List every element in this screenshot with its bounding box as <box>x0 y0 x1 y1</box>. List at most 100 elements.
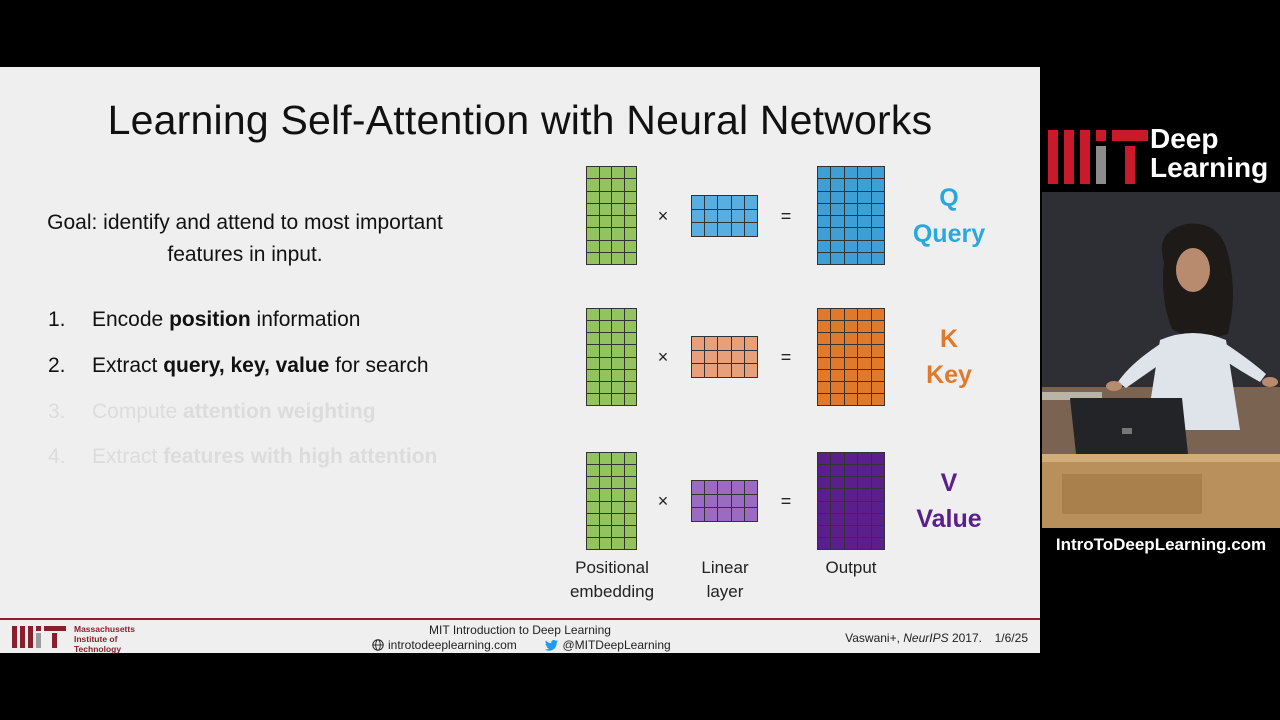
matrix-cell <box>731 196 744 209</box>
matrix-cell <box>624 453 636 465</box>
matrix-cell <box>818 167 831 179</box>
matrix-cell <box>587 393 599 405</box>
positional-embedding-matrix <box>586 308 637 406</box>
matrix-cell <box>871 489 884 501</box>
matrix-cell <box>818 501 831 513</box>
matrix-cell <box>858 381 871 393</box>
key-label: K Key <box>894 321 1004 393</box>
matrix-cell <box>612 309 624 321</box>
matrix-cell <box>831 477 844 489</box>
matrix-cell <box>731 223 744 236</box>
matrix-cell <box>744 494 757 508</box>
matrix-cell <box>744 350 757 364</box>
matrix-cell <box>705 337 718 350</box>
matrix-cell <box>599 357 611 369</box>
matrix-cell <box>718 364 731 377</box>
matrix-cell <box>692 364 705 377</box>
matrix-cell <box>599 167 611 179</box>
matrix-cell <box>587 345 599 357</box>
matrix-cell <box>858 216 871 228</box>
matrix-cell <box>858 465 871 477</box>
matrix-cell <box>731 209 744 223</box>
matrix-cell <box>858 228 871 240</box>
matrix-cell <box>718 481 731 494</box>
step-text: for search <box>329 354 429 377</box>
matrix-cell <box>624 167 636 179</box>
step-text: Compute <box>92 400 184 423</box>
matrix-cell <box>844 381 858 393</box>
matrix-cell <box>705 350 718 364</box>
matrix-cell <box>599 216 611 228</box>
footer-divider <box>0 618 1040 620</box>
matrix-cell <box>871 309 884 321</box>
matrix-cell <box>818 537 831 549</box>
matrix-cell <box>744 481 757 494</box>
matrix-cell <box>599 240 611 252</box>
matrix-cell <box>587 321 599 333</box>
matrix-cell <box>624 357 636 369</box>
matrix-cell <box>599 537 611 549</box>
matrix-cell <box>612 240 624 252</box>
website-link[interactable]: introtodeeplearning.com <box>388 638 517 652</box>
matrix-cell <box>744 223 757 236</box>
matrix-cell <box>871 321 884 333</box>
matrix-cell <box>587 228 599 240</box>
matrix-cell <box>871 369 884 381</box>
matrix-cell <box>587 167 599 179</box>
matrix-cell <box>871 240 884 252</box>
matrix-cell <box>831 393 844 405</box>
matrix-cell <box>844 369 858 381</box>
value-word: Value <box>916 505 982 533</box>
matrix-cell <box>612 252 624 264</box>
matrix-cell <box>818 309 831 321</box>
multiply-sign: × <box>657 347 669 367</box>
matrix-cell <box>858 309 871 321</box>
matrix-cell <box>587 453 599 465</box>
matrix-cell <box>871 216 884 228</box>
matrix-cell <box>871 537 884 549</box>
website-url[interactable]: IntroToDeepLearning.com <box>1055 535 1267 554</box>
multiply-sign: × <box>657 491 669 511</box>
matrix-cell <box>718 196 731 209</box>
matrix-cell <box>831 465 844 477</box>
lecture-slide: Learning Self-Attention with Neural Netw… <box>0 67 1040 654</box>
value-output-matrix <box>817 452 885 550</box>
matrix-cell <box>831 309 844 321</box>
matrix-cell <box>599 477 611 489</box>
step-keyword: features with high attention <box>163 445 438 468</box>
matrix-cell <box>858 345 871 357</box>
matrix-cell <box>818 333 831 345</box>
matrix-cell <box>612 179 624 191</box>
matrix-cell <box>818 179 831 191</box>
citation: Vaswani+, NeurIPS 2017. <box>845 631 982 645</box>
matrix-cell <box>818 216 831 228</box>
matrix-cell <box>587 477 599 489</box>
matrix-cell <box>744 364 757 377</box>
twitter-handle[interactable]: @MITDeepLearning <box>562 638 671 652</box>
matrix-cell <box>624 191 636 203</box>
matrix-cell <box>599 309 611 321</box>
matrix-cell <box>587 537 599 549</box>
matrix-cell <box>587 309 599 321</box>
matrix-cell <box>692 196 705 209</box>
matrix-cell <box>844 167 858 179</box>
matrix-cell <box>844 465 858 477</box>
matrix-cell <box>831 357 844 369</box>
matrix-cell <box>818 393 831 405</box>
step-number: 4. <box>48 445 66 468</box>
matrix-cell <box>831 537 844 549</box>
matrix-cell <box>831 252 844 264</box>
matrix-cell <box>818 240 831 252</box>
linear-layer-label: Linear layer <box>701 558 749 601</box>
matrix-cell <box>624 537 636 549</box>
key-weight-matrix <box>691 336 758 378</box>
matrix-cell <box>818 477 831 489</box>
matrix-cell <box>599 333 611 345</box>
matrix-cell <box>718 350 731 364</box>
matrix-cell <box>599 513 611 525</box>
step-text: Extract <box>92 354 164 377</box>
matrix-cell <box>599 393 611 405</box>
matrix-cell <box>718 209 731 223</box>
matrix-cell <box>831 179 844 191</box>
matrix-cell <box>612 369 624 381</box>
